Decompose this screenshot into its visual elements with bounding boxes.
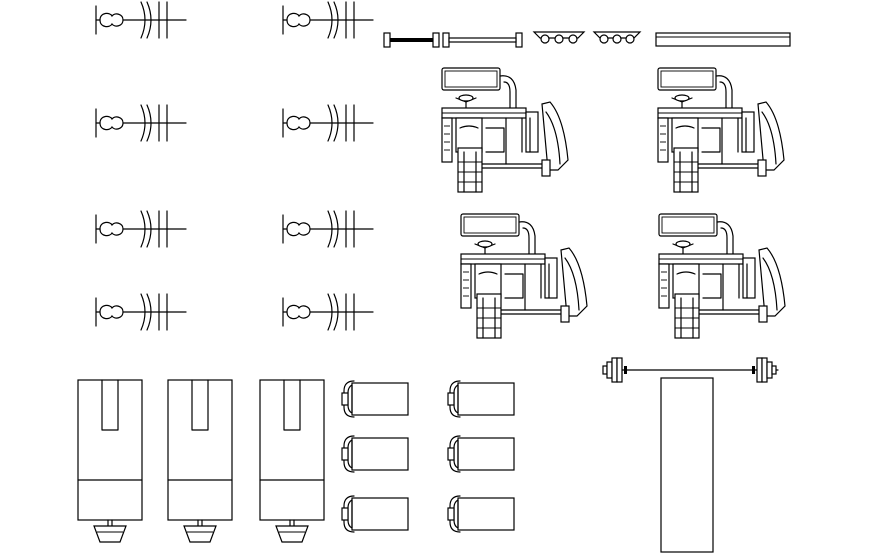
flat-bench-icon xyxy=(660,377,714,553)
barbell-icon xyxy=(383,32,440,48)
treadmill-icon xyxy=(167,379,233,543)
treadmill-icon xyxy=(259,379,325,543)
row-machine-plan-icon xyxy=(95,1,187,39)
chair-icon xyxy=(447,495,515,533)
row-machine-plan-icon xyxy=(282,210,374,248)
leg-press-machine-icon xyxy=(441,67,569,193)
row-machine-plan-icon xyxy=(282,1,374,39)
row-machine-plan-icon xyxy=(282,104,374,142)
leg-press-machine-icon xyxy=(658,213,786,339)
bench-icon xyxy=(655,32,791,47)
chair-icon xyxy=(447,380,515,418)
barbell-icon xyxy=(442,32,523,48)
leg-press-machine-icon xyxy=(460,213,588,339)
leg-press-machine-icon xyxy=(657,67,785,193)
bench-pad-icon xyxy=(532,31,586,44)
treadmill-icon xyxy=(77,379,143,543)
row-machine-plan-icon xyxy=(95,210,187,248)
row-machine-plan-icon xyxy=(95,293,187,331)
chair-icon xyxy=(341,495,409,533)
chair-icon xyxy=(341,435,409,473)
chair-icon xyxy=(341,380,409,418)
chair-icon xyxy=(447,435,515,473)
bench-pad-icon xyxy=(592,31,642,44)
row-machine-plan-icon xyxy=(282,293,374,331)
olympic-barbell-icon xyxy=(602,357,779,383)
row-machine-plan-icon xyxy=(95,104,187,142)
